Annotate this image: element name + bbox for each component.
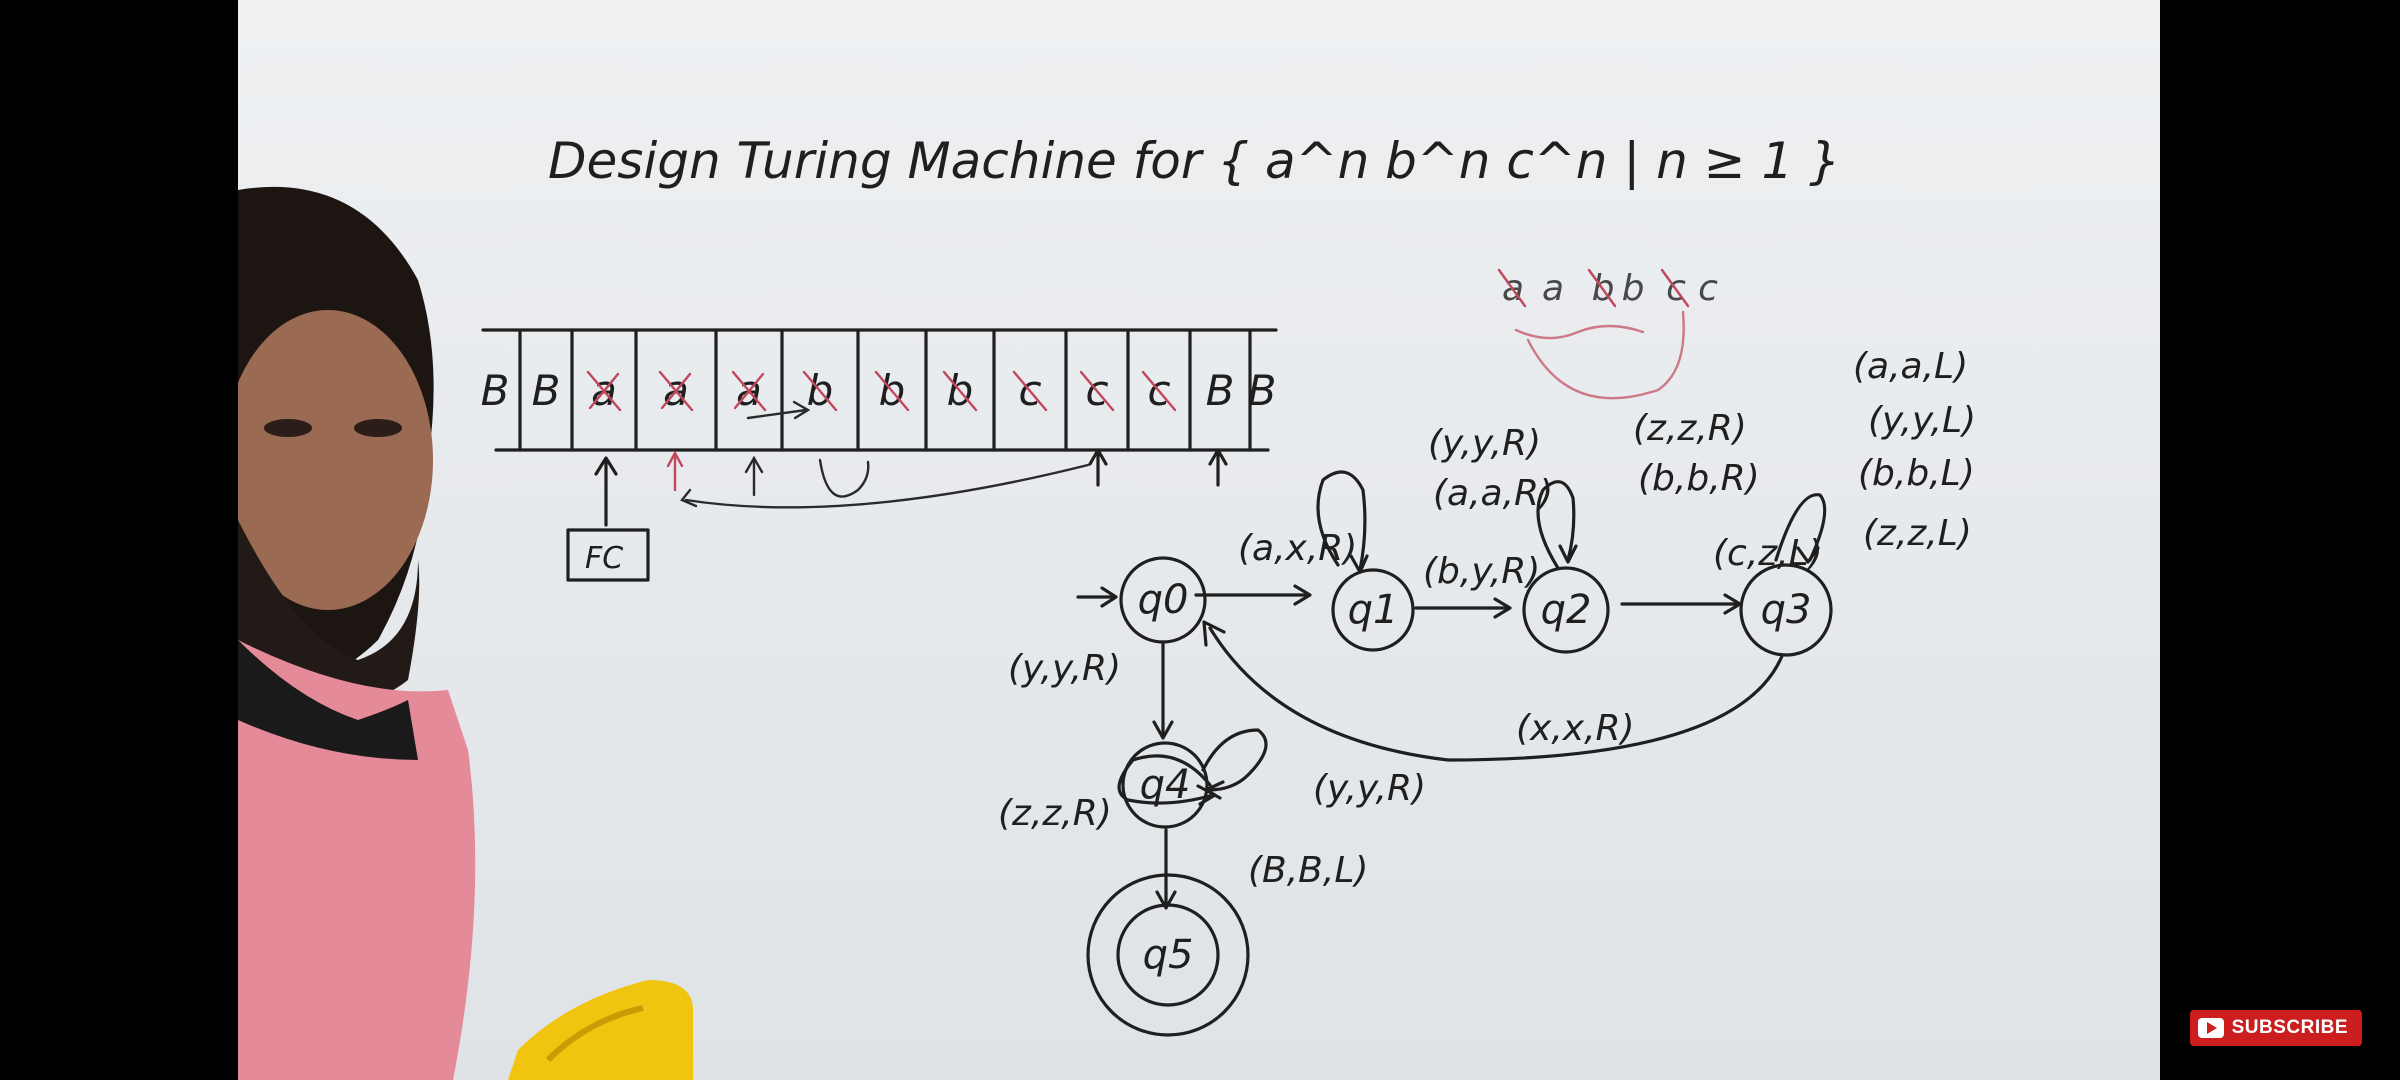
tape-cell: c: [992, 330, 1048, 452]
tape-cell: a: [634, 330, 694, 452]
tape-cell: b: [856, 330, 910, 452]
transition-label: (z,z,R): [1633, 408, 1747, 449]
tape-cell: B: [481, 366, 510, 415]
tape-cell: a: [570, 330, 622, 452]
transition-label: (y,y,R): [1008, 648, 1121, 689]
transition-label: (b,b,L): [1858, 453, 1975, 494]
transition-label: (a,a,L): [1853, 346, 1968, 387]
transition-labels: (a,x,R) (y,y,R) (a,a,R) (b,y,R) (z,z,R) (b,b,…: [998, 346, 1976, 891]
state-label: q5: [1143, 932, 1194, 978]
state-edges: [1076, 470, 1827, 910]
finite-control: FC: [566, 528, 650, 582]
title: Design Turing Machine for { a^n b^n c^n …: [548, 132, 1841, 190]
tape-cell: b: [924, 330, 978, 452]
whiteboard: Design Turing Machine for { a^n b^n c^n …: [238, 0, 2160, 1080]
transition-label: (b,y,R): [1423, 551, 1540, 592]
tape-cell-symbol: B: [481, 366, 510, 415]
state-label: q3: [1761, 587, 1812, 633]
transition-label: (c,z,L): [1713, 533, 1823, 574]
states: q0 q1 q2 q3 q4 q5: [1086, 556, 1833, 1037]
play-icon: [2197, 1018, 2224, 1038]
state-label: q2: [1541, 587, 1592, 633]
transition-label: (a,a,R): [1433, 473, 1553, 514]
scratch-symbol: b: [1622, 268, 1645, 309]
state-q4: q4: [1121, 741, 1209, 829]
state-q1: q1: [1331, 568, 1415, 652]
scratch-symbol: c: [1698, 268, 1718, 309]
transition-label: (z,z,R): [998, 793, 1112, 834]
transition-label: (b,b,R): [1638, 458, 1760, 499]
tape-cell: c: [1064, 330, 1115, 452]
state-label: q1: [1348, 587, 1399, 633]
scratch-symbol: a: [1542, 268, 1564, 309]
tape-cell: a: [714, 330, 767, 452]
tape-cell-symbol: B: [1248, 366, 1277, 415]
transition-label: (y,y,R): [1428, 423, 1541, 464]
tape-cell: b: [780, 330, 838, 452]
state-q0: q0: [1119, 556, 1207, 644]
state-q3: q3: [1739, 563, 1833, 657]
tape-cell: B: [1188, 330, 1235, 452]
transition-label: (x,x,R): [1516, 708, 1635, 749]
subscribe-button[interactable]: SUBSCRIBE: [2189, 1010, 2362, 1046]
tape-cell: B: [1248, 330, 1277, 452]
state-q5: q5: [1086, 873, 1250, 1037]
transition-label: (z,z,L): [1863, 513, 1972, 554]
transition-label: (B,B,L): [1248, 850, 1368, 891]
diagram-canvas: Design Turing Machine for { a^n b^n c^n …: [238, 132, 1976, 1080]
state-label: q4: [1140, 762, 1191, 808]
state-label: q0: [1138, 577, 1189, 623]
subscribe-label: SUBSCRIBE: [2231, 1017, 2348, 1038]
state-q2: q2: [1522, 566, 1610, 654]
head-arrows: [594, 400, 1228, 527]
finite-control-label: FC: [585, 541, 623, 576]
tape-cell-symbol: B: [532, 366, 561, 415]
tape-cell: B: [518, 330, 561, 452]
yellow-object: [508, 980, 693, 1080]
transition-label: (y,y,R): [1313, 768, 1426, 809]
tape-cell: c: [1126, 330, 1177, 452]
presenter: [238, 186, 476, 1080]
transition-label: (y,y,L): [1868, 400, 1976, 441]
transition-label: (a,x,R): [1238, 528, 1357, 569]
tape-cell-symbol: B: [1206, 366, 1235, 415]
